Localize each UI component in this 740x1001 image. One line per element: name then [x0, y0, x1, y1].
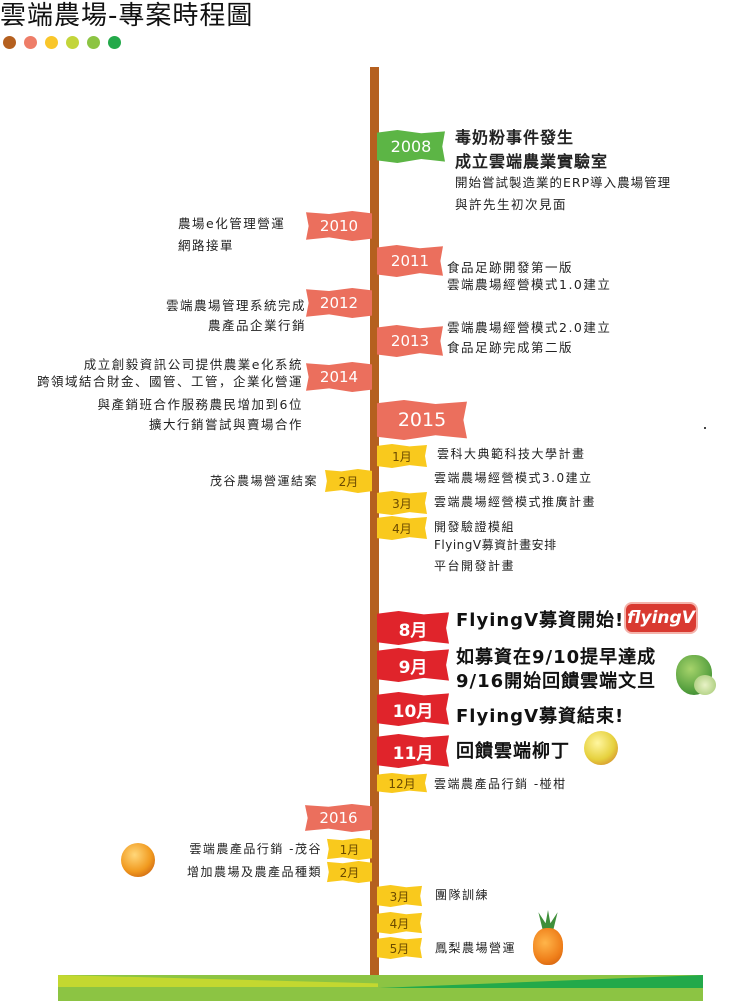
event-2015-m2-left: 茂谷農場營運結案	[209, 474, 318, 488]
month-label: 8月	[398, 620, 428, 641]
month-flag-2015-10: 10月	[377, 692, 449, 726]
year-label: 2008	[390, 137, 432, 156]
month-flag-2016-4: 4月	[377, 912, 422, 934]
event-2015-m2-right: 雲端農場經營模式3.0建立	[434, 471, 593, 485]
event-2015-m12: 雲端農產品行銷 -椪柑	[434, 777, 567, 791]
month-label: 12月	[388, 776, 416, 791]
speck	[704, 427, 706, 429]
month-label: 3月	[392, 496, 412, 511]
year-flag-2015: 2015	[377, 400, 467, 440]
month-label: 4月	[389, 916, 410, 931]
event-2015-m8: FlyingV募資開始!	[456, 610, 625, 631]
month-flag-2015-12: 12月	[377, 773, 427, 793]
tangerine-fruit-icon	[121, 843, 155, 877]
event-2011-line2: 雲端農場經營模式1.0建立	[447, 277, 612, 292]
dot-lime	[66, 36, 79, 49]
year-label: 2014	[319, 368, 359, 386]
month-flag-2016-2: 2月	[327, 861, 372, 883]
year-flag-2014: 2014	[306, 362, 372, 392]
year-label: 2010	[319, 217, 359, 235]
year-flag-2008: 2008	[377, 130, 445, 163]
event-2008-line4: 與許先生初次見面	[455, 197, 568, 212]
month-flag-2016-3: 3月	[377, 885, 422, 907]
dot-lightgreen	[87, 36, 100, 49]
event-2011-line1: 食品足跡開發第一版	[447, 260, 574, 275]
orange-fruit-icon	[584, 731, 618, 765]
month-flag-2015-4: 4月	[377, 516, 427, 540]
event-2015-m3: 雲端農場經營模式推廣計畫	[434, 495, 597, 509]
month-flag-2016-5: 5月	[377, 937, 422, 959]
event-2015-m1: 雲科大典範科技大學計畫	[437, 447, 586, 461]
month-label: 2月	[338, 474, 359, 489]
event-2008-line2: 成立雲端農業實驗室	[455, 152, 609, 171]
year-label: 2011	[390, 252, 430, 270]
month-label: 5月	[389, 941, 410, 956]
month-label: 9月	[398, 657, 428, 678]
event-2015-m9-line1: 如募資在9/10提早達成	[456, 647, 657, 668]
event-2012-line1: 雲端農場管理系統完成	[165, 298, 306, 313]
event-2014-line4: 擴大行銷嘗試與賣場合作	[148, 417, 303, 432]
event-2015-m4-line3: 平台開發計畫	[434, 559, 516, 573]
month-label: 3月	[389, 889, 410, 904]
event-2016-m3: 團隊訓練	[435, 888, 490, 902]
event-2010-line2: 網路接單	[178, 238, 235, 253]
year-label: 2013	[390, 332, 430, 350]
month-label: 1月	[392, 449, 412, 464]
year-label: 2016	[319, 809, 358, 827]
month-label: 11月	[392, 743, 434, 764]
event-2008-line1: 毒奶粉事件發生	[455, 128, 575, 147]
event-2015-m10: FlyingV募資結束!	[456, 706, 625, 727]
event-2014-line3: 與產銷班合作服務農民增加到6位	[97, 397, 303, 412]
event-2016-m5: 鳳梨農場營運	[435, 941, 517, 955]
year-flag-2010: 2010	[306, 211, 372, 241]
month-flag-2015-2: 2月	[325, 469, 372, 493]
color-dots	[3, 36, 121, 49]
event-2015-m9-line2: 9/16開始回饋雲端文旦	[456, 671, 657, 692]
year-label: 2012	[319, 294, 359, 312]
year-flag-2013: 2013	[377, 325, 443, 357]
month-label: 2月	[339, 865, 360, 880]
month-flag-2015-1: 1月	[377, 444, 427, 468]
logo-text: flyingV	[627, 608, 695, 628]
year-flag-2016: 2016	[305, 804, 372, 832]
event-2012-line2: 農產品企業行銷	[207, 318, 306, 333]
month-flag-2015-8: 8月	[377, 611, 449, 645]
event-2013-line1: 雲端農場經營模式2.0建立	[447, 320, 612, 335]
event-2014-line2: 跨領域結合財金、國管、工管，企業化營運	[36, 374, 303, 389]
flyingv-logo-icon: flyingV	[624, 602, 698, 634]
timeline-pole	[370, 67, 379, 989]
event-2016-m1: 雲端農產品行銷 -茂谷	[189, 842, 322, 856]
event-2014-line1: 成立創毅資訊公司提供農業e化系統	[83, 357, 303, 372]
event-2015-m4-line2: FlyingV募資計畫安排	[434, 538, 557, 552]
pineapple-body	[533, 928, 563, 965]
pomelo-slice-icon	[694, 675, 716, 695]
year-flag-2012: 2012	[306, 288, 372, 318]
dot-brown	[3, 36, 16, 49]
month-flag-2015-9: 9月	[377, 648, 449, 682]
page-title: 雲端農場-專案時程圖	[0, 1, 254, 31]
pineapple-fruit-icon	[530, 910, 566, 965]
month-flag-2015-3: 3月	[377, 491, 427, 515]
event-2016-m2: 增加農場及農產品種類	[186, 865, 322, 879]
dot-green	[108, 36, 121, 49]
event-2015-m4-line1: 開發驗證模組	[434, 520, 516, 534]
month-label: 10月	[392, 701, 434, 722]
event-2010-line1: 農場e化管理營運	[178, 216, 286, 231]
month-flag-2015-11: 11月	[377, 734, 449, 768]
month-label: 1月	[339, 842, 360, 857]
event-2008-line3: 開始嘗試製造業的ERP導入農場管理	[455, 175, 672, 190]
event-2015-m11: 回饋雲端柳丁	[456, 741, 570, 762]
dot-salmon	[24, 36, 37, 49]
year-flag-2011: 2011	[377, 245, 443, 277]
month-label: 4月	[392, 521, 412, 536]
month-flag-2016-1: 1月	[327, 838, 372, 860]
year-label: 2015	[397, 409, 447, 431]
event-2013-line2: 食品足跡完成第二版	[447, 340, 574, 355]
dot-yellow	[45, 36, 58, 49]
